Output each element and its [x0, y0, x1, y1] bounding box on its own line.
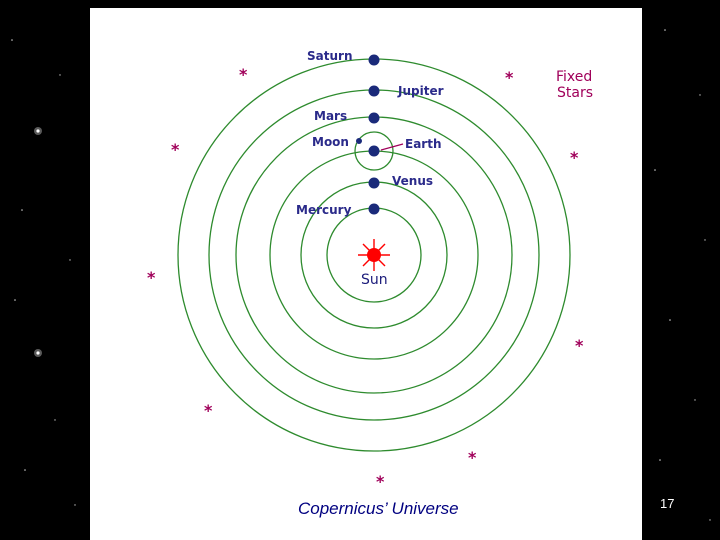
mercury-planet: [369, 204, 380, 215]
fixed-star-icon: *: [376, 472, 385, 491]
fixed-star-icon: *: [468, 448, 477, 467]
label-saturn: Saturn: [307, 49, 352, 63]
slide-number: 17: [660, 496, 674, 511]
fixed-star-icon: *: [239, 65, 248, 84]
dim-star: [699, 94, 700, 95]
sun-icon: [358, 239, 390, 271]
dim-star: [664, 29, 666, 31]
dim-star: [659, 459, 661, 461]
fixed-star-icon: *: [204, 401, 213, 420]
label-earth: Earth: [405, 137, 442, 151]
label-moon: Moon: [312, 135, 349, 149]
dim-star: [21, 209, 23, 211]
label-jupiter: Jupiter: [397, 84, 444, 98]
dim-star: [654, 169, 656, 171]
label-sun: Sun: [361, 272, 388, 288]
dim-star: [74, 504, 75, 505]
dim-star: [59, 74, 60, 75]
fixed-star-icon: *: [147, 268, 156, 287]
label-venus: Venus: [392, 174, 433, 188]
label-mars: Mars: [314, 109, 347, 123]
bright-star-core: [36, 129, 39, 132]
dim-star: [24, 469, 26, 471]
dim-star: [704, 239, 705, 240]
dim-star: [14, 299, 16, 301]
saturn-planet: [369, 55, 380, 66]
moon-body: [356, 138, 362, 144]
bright-star-core: [36, 351, 39, 354]
fixed-star-icon: *: [505, 68, 514, 87]
venus-planet: [369, 178, 380, 189]
fixed-star-icon: *: [171, 140, 180, 159]
label-mercury: Mercury: [296, 203, 352, 217]
dim-star: [709, 519, 710, 520]
label-fixed-stars-line2: Stars: [557, 85, 593, 101]
earth-planet: [369, 146, 380, 157]
dim-star: [69, 259, 70, 260]
copernican-diagram: Saturn Jupiter Mars Moon Earth Venus Mer…: [90, 8, 642, 540]
dim-star: [694, 399, 695, 400]
label-fixed-stars-line1: Fixed: [556, 69, 592, 85]
dim-star: [669, 319, 671, 321]
jupiter-planet: [369, 86, 380, 97]
fixed-star-icon: *: [570, 148, 579, 167]
diagram-panel: Saturn Jupiter Mars Moon Earth Venus Mer…: [90, 8, 642, 540]
mars-planet: [369, 113, 380, 124]
dim-star: [54, 419, 55, 420]
dim-star: [11, 39, 13, 41]
fixed-star-icon: *: [575, 336, 584, 355]
slide-caption: Copernicus’ Universe: [298, 499, 459, 519]
